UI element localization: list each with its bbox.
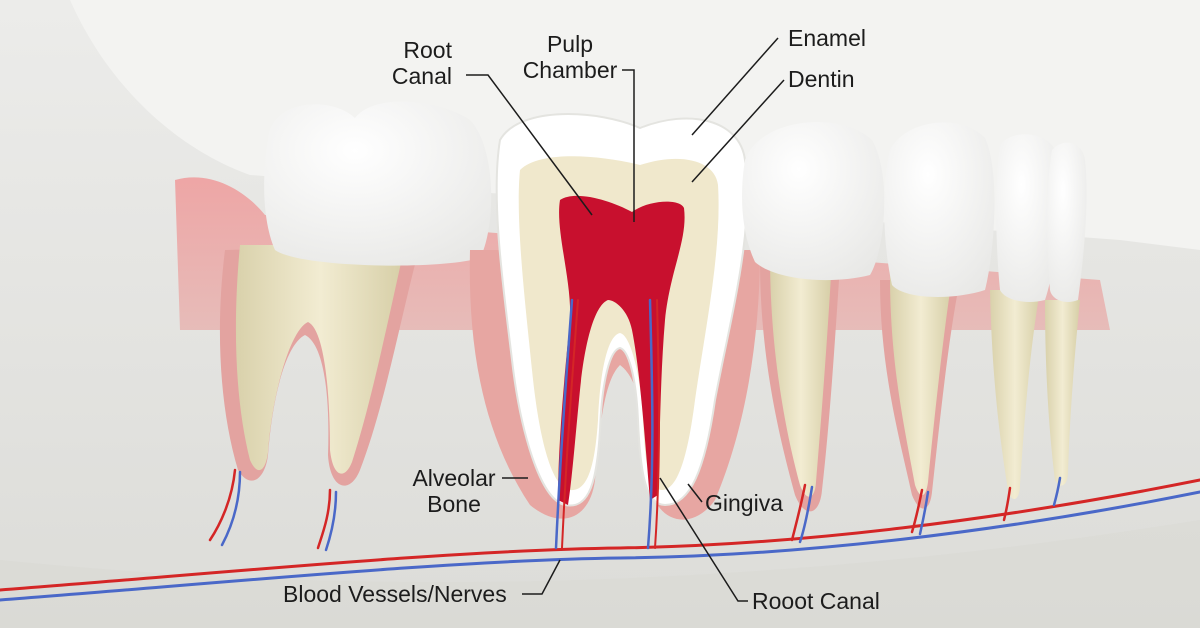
label-blood-vessels-nerves: Blood Vessels/Nerves	[283, 581, 507, 607]
molar-cross-section	[469, 113, 760, 520]
label-blood-vessels-nerves-text: Blood Vessels/Nerves	[283, 581, 507, 607]
incisors	[990, 134, 1087, 500]
canine	[880, 122, 995, 509]
label-dentin-text: Dentin	[788, 66, 855, 92]
artery-line	[0, 478, 1200, 592]
label-root-canal-top-line2: Canal	[391, 63, 452, 89]
label-pulp-chamber: Pulp Chamber	[520, 31, 620, 83]
jaw-shadow	[0, 520, 1200, 628]
leader-dentin	[691, 79, 785, 183]
label-root-canal-bottom-text: Rooot Canal	[752, 588, 880, 614]
label-root-canal-bottom: Rooot Canal	[752, 588, 880, 614]
label-gingiva: Gingiva	[705, 490, 783, 516]
vein-line	[0, 490, 1200, 602]
leader-root-canal-top	[466, 74, 593, 216]
label-alveolar-bone-line1: Alveolar	[412, 465, 496, 491]
leader-blood-vessels	[522, 559, 561, 595]
leader-lines	[466, 37, 785, 602]
leader-gingiva	[687, 483, 703, 503]
label-dentin: Dentin	[788, 66, 854, 92]
label-root-canal-top-line1: Root	[403, 37, 452, 63]
label-alveolar-bone: Alveolar Bone	[404, 465, 504, 517]
blood-vessels	[0, 298, 1200, 602]
premolar-right	[742, 121, 885, 512]
label-enamel-text: Enamel	[788, 25, 866, 51]
molar-left	[219, 101, 492, 486]
label-pulp-chamber-line2: Chamber	[522, 57, 618, 83]
leader-enamel	[691, 37, 779, 136]
label-gingiva-text: Gingiva	[705, 490, 783, 516]
leader-root-canal-bottom	[659, 477, 748, 602]
label-enamel: Enamel	[788, 25, 866, 51]
label-root-canal-top: Root Canal	[372, 37, 452, 89]
label-alveolar-bone-line2: Bone	[427, 491, 481, 517]
leader-pulp-chamber	[622, 69, 635, 222]
label-pulp-chamber-line1: Pulp	[546, 31, 594, 57]
